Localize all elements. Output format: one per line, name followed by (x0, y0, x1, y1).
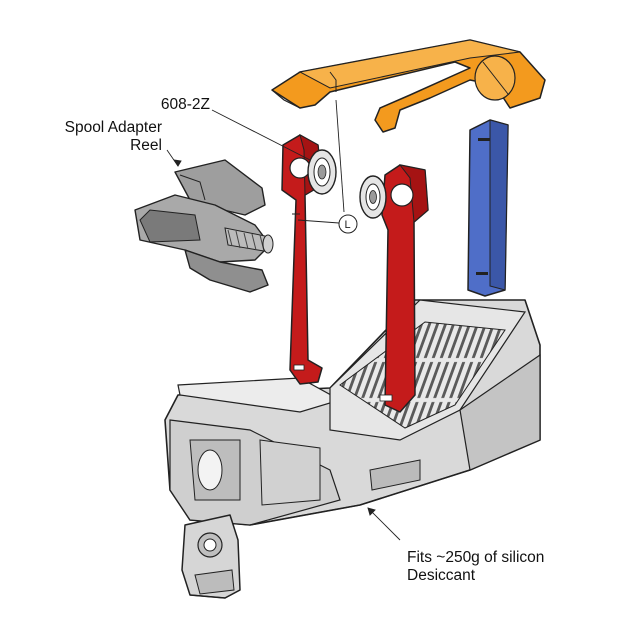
clip-icon (181, 514, 241, 599)
base-body-icon (164, 299, 541, 526)
blue-bar-icon (467, 119, 509, 297)
bearing-icon (359, 175, 387, 219)
bearing-label: 608-2Z (160, 96, 210, 113)
spool-leader-arrow (173, 159, 182, 167)
bearing-leader (211, 109, 311, 161)
desiccant-leader (367, 507, 401, 541)
marker-circle: L (338, 214, 358, 234)
spool-adapter-icon (134, 159, 274, 293)
handle-icon (271, 39, 546, 133)
spool-adapter-label-line2: Reel (130, 137, 162, 154)
marker-label: L (345, 219, 351, 231)
marker-leader-right (335, 99, 345, 213)
spool-adapter-label-line1: Spool Adapter (64, 119, 162, 136)
leader-lines (166, 99, 401, 541)
desiccant-label-line2: Desiccant (407, 567, 476, 584)
bearing-icon (307, 149, 337, 195)
desiccant-leader-arrow (367, 507, 376, 516)
desiccant-label-line1: Fits ~250g of silicon (407, 549, 545, 566)
marker-leader-left (297, 219, 340, 224)
arm-icon (379, 164, 429, 413)
